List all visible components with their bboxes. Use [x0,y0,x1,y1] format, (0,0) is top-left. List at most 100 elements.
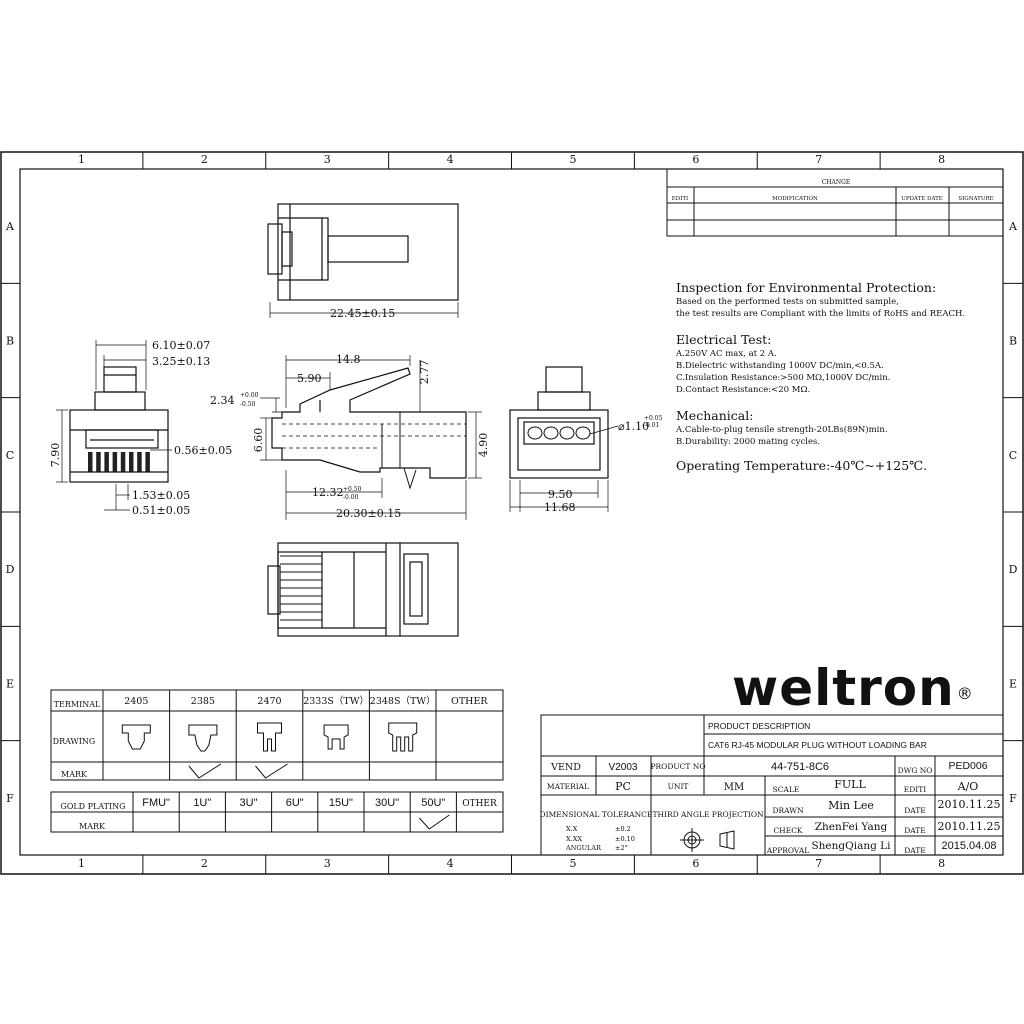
elec-line-4: D.Contact Resistance:<20 MΩ. [676,385,811,395]
gold-plating-option: 30U" [375,797,399,809]
approval-value: ShengQiang Li [811,840,891,852]
grid-col-label-top: 6 [692,153,699,166]
dim-side-234: 2.34 [210,394,235,407]
terminal-type: OTHER [451,696,488,707]
dim-side-h: 6.60 [252,428,265,453]
dim-rear-dia: ⌀1.10 [618,420,649,433]
grid-col-label-bottom: 5 [569,857,576,870]
dim-front-w1: 6.10±0.07 [152,339,210,352]
gold-plating-option: 3U" [240,797,258,809]
terminal-type: 2470 [257,696,281,707]
top-view [267,203,459,318]
drawing-row-label: DRAWING [53,737,96,746]
elec-line-2: B.Dielectric withstanding 1000V DC/min,<… [676,361,884,371]
dim-rear-dia-tol-bot: -0.01 [644,422,659,429]
gold-plating-option: 15U" [329,797,353,809]
elec-line-1: A.250V AC max, at 2 A. [676,349,777,359]
grid-col-label-bottom: 8 [938,857,945,870]
change-header-editi: EDITI [672,196,688,202]
unit-value: MM [724,782,744,793]
change-title: CHANGE [822,179,851,186]
dim-side-277: 2.77 [418,360,431,385]
product-no-label: PRODUCT NO [650,762,705,771]
grid-col-label-bottom: 2 [201,857,208,870]
grid-col-label-top: 7 [815,153,822,166]
registered-mark: ® [956,684,974,703]
grid-row-label-left: D [6,563,15,576]
grid-row-label-left: A [5,220,15,233]
terminal-shape-drawing [257,722,282,752]
dwg-no-label: DWG NO [898,766,933,775]
grid-col-label-bottom: 7 [815,857,822,870]
grid-row-label-right: B [1009,335,1017,348]
product-desc: CAT6 RJ-45 MODULAR PLUG WITHOUT LOADING … [708,740,927,750]
mech-line-1: A.Cable-to-plug tensile strength-20LBs(8… [676,425,888,435]
logo-text: weltron [732,659,955,717]
gold-plating-option: 50U" [421,797,445,809]
dim-side-len: 20.30±0.15 [336,507,401,520]
terminal-table [50,689,504,781]
mech-title: Mechanical: [676,408,754,423]
dim-side-1232: 12.32 [312,486,344,499]
date-label-2: DATE [904,826,926,835]
tol-angular-val: ±2° [615,844,628,852]
change-table [666,168,1004,237]
grid-row-label-right: E [1009,678,1017,691]
spec-notes: Inspection for Environmental Protection:… [676,280,1016,474]
grid-col-label-bottom: 3 [324,857,331,870]
terminal-drawings [121,722,418,779]
grid-col-label-bottom: 4 [447,857,454,870]
dim-side-234-tol-bot: -0.50 [240,401,256,408]
material-value: PC [615,780,631,793]
product-no: 44-751-8C6 [771,761,829,773]
change-header-modification: MODIFICATION [772,196,818,202]
grid-col-label-bottom: 1 [78,857,85,870]
terminal-shape-drawing [121,724,151,750]
scale-value: FULL [834,778,866,791]
check-label: CHECK [773,826,802,835]
dim-front-pitch: 1.53±0.05 [132,489,190,502]
side-view [260,355,482,520]
elec-line-3: C.Insulation Resistance:>500 MΩ,1000V DC… [676,373,891,383]
dim-rear-dia-tol-top: +0.05 [644,415,663,422]
dim-side-latch: 5.90 [297,372,322,385]
date-approval: 2015.04.08 [941,840,996,852]
front-view [56,340,172,511]
grid-row-label-right: A [1008,220,1018,233]
scale-label: SCALE [773,785,800,794]
dim-side-1232-tol-bot: -0.00 [343,494,359,501]
drawn-value: Min Lee [828,799,874,812]
grid-row-label-left: B [6,335,14,348]
date-drawn: 2010.11.25 [938,798,1001,811]
change-header-signature: SIGNATURE [958,196,993,202]
projection-label: THIRD ANGLE PROJECTION [652,810,764,819]
dim-top-width: 22.45±0.15 [330,307,395,320]
dim-tol-label: DIMENSIONAL TOLERANCE [540,810,653,819]
mech-line-2: B.Durability: 2000 mating cycles. [676,437,821,447]
tol-xx-val: ±0.2 [615,825,631,833]
terminal-check-mark [255,763,288,779]
change-header-update-date: UPDATE DATE [901,196,943,202]
env-title: Inspection for Environmental Protection: [676,280,937,295]
tol-xxx-val: ±0.10 [615,835,635,843]
editi-value: A/O [957,780,979,793]
gold-plating-option: FMU" [142,797,170,809]
dim-side-1232-tol-top: +0.50 [343,486,362,493]
grid-col-label-top: 8 [938,153,945,166]
gold-plating-option: 1U" [193,797,211,809]
grid-col-label-top: 5 [569,153,576,166]
check-value: ZhenFei Yang [815,821,888,833]
gold-plating-table [50,791,504,833]
vend-value: V2003 [609,762,638,773]
dwg-no: PED006 [948,760,987,772]
approval-label: APPROVAL [766,846,809,855]
tol-xxx-key: X.XX [566,835,582,843]
terminal-row-label: TERMINAL [54,700,101,709]
dim-front-h: 7.90 [49,443,62,468]
projection-symbol [680,828,735,852]
grid-row-label-left: F [6,792,14,805]
title-block [540,714,1004,856]
gold-plating-option: 6U" [286,797,304,809]
gold-plating-option: OTHER [462,799,497,809]
grid-col-label-top: 4 [447,153,454,166]
